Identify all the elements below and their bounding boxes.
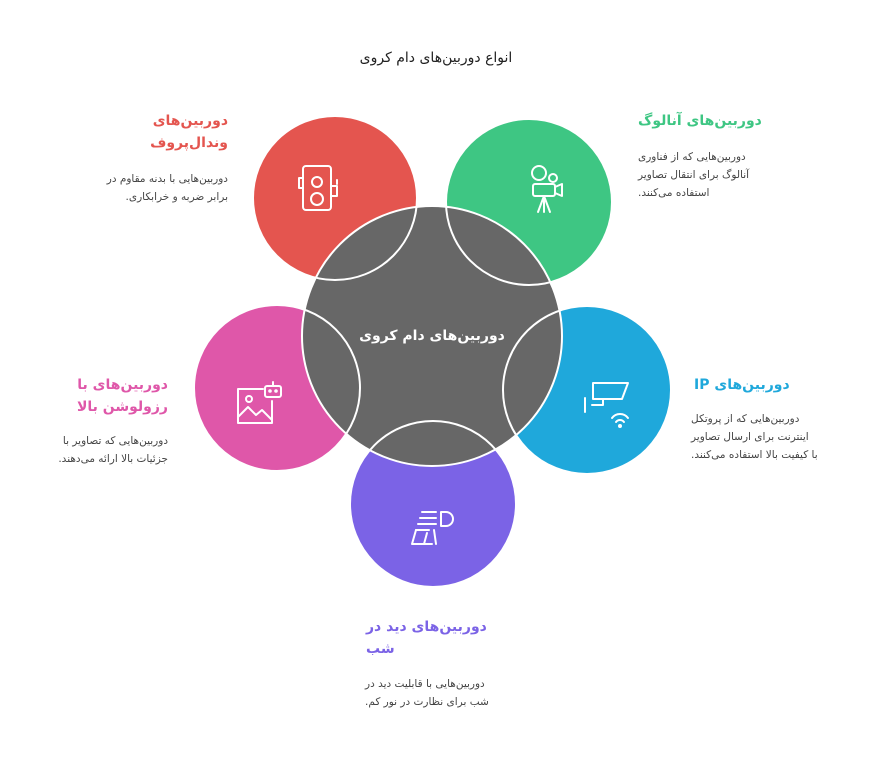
- vandal-desc: دوربین‌هایی با بدنه مقاوم در برابر ضربه …: [70, 170, 228, 206]
- hires-desc: دوربین‌هایی که تصاویر با جزئیات بالا ارا…: [20, 432, 168, 468]
- night-desc: دوربین‌هایی با قابلیت دید در شب برای نظا…: [365, 675, 535, 711]
- analog-desc: دوربین‌هایی که از فناوری آنالوگ برای انت…: [638, 148, 808, 202]
- headlight-icon: [411, 511, 454, 545]
- ip-desc-line1: دوربین‌هایی که از پروتکل: [691, 413, 800, 425]
- vandal-desc-line2: برابر ضربه و خرابکاری.: [125, 191, 228, 203]
- vandal-label-line2: وندال‌پروف: [150, 135, 228, 151]
- ip-desc-line2: اینترنت برای ارسال تصاویر: [691, 431, 809, 443]
- hires-label-line1: دوربین‌های با: [77, 377, 168, 393]
- vandal-label: دوربین‌های وندال‌پروف: [110, 110, 228, 154]
- night-label-line2: شب: [366, 641, 395, 657]
- ip-desc-line3: با کیفیت بالا استفاده می‌کنند.: [691, 449, 818, 461]
- night-label-line1: دوربین‌های دید در: [366, 619, 487, 635]
- analog-desc-line1: دوربین‌هایی که از فناوری: [638, 151, 746, 163]
- vintage-camera-icon: [298, 165, 338, 211]
- analog-desc-line2: آنالوگ برای انتقال تصاویر: [638, 169, 750, 181]
- hires-label-line2: رزولوشن بالا: [76, 399, 168, 415]
- night-desc-line2: شب برای نظارت در نور کم.: [365, 696, 489, 708]
- hires-desc-line1: دوربین‌هایی که تصاویر با: [62, 435, 168, 447]
- image-robot-icon: [237, 381, 282, 424]
- ip-desc: دوربین‌هایی که از پروتکل اینترنت برای ار…: [691, 410, 866, 464]
- diagram-title: انواع دوربین‌های دام کروی: [359, 50, 513, 66]
- analog-label: دوربین‌های آنالوگ: [638, 113, 762, 129]
- circle-night: [350, 421, 516, 587]
- night-desc-line1: دوربین‌هایی با قابلیت دید در: [365, 678, 485, 690]
- vandal-desc-line1: دوربین‌هایی با بدنه مقاوم در: [106, 173, 228, 185]
- ip-label: دوربین‌های IP: [694, 377, 790, 393]
- movie-camera-icon: [531, 165, 563, 213]
- night-label: دوربین‌های دید در شب: [366, 616, 546, 660]
- wifi-cctv-icon: [584, 382, 629, 428]
- center-label: دوربین‌های دام کروی: [359, 328, 505, 344]
- vandal-label-line1: دوربین‌های: [152, 113, 228, 129]
- analog-desc-line3: استفاده می‌کنند.: [638, 187, 710, 199]
- overlap-outlines: [193, 115, 672, 588]
- hires-label: دوربین‌های با رزولوشن بالا: [50, 374, 168, 418]
- circle-center: [301, 205, 563, 467]
- hires-desc-line2: جزئیات بالا ارائه می‌دهند.: [58, 453, 168, 465]
